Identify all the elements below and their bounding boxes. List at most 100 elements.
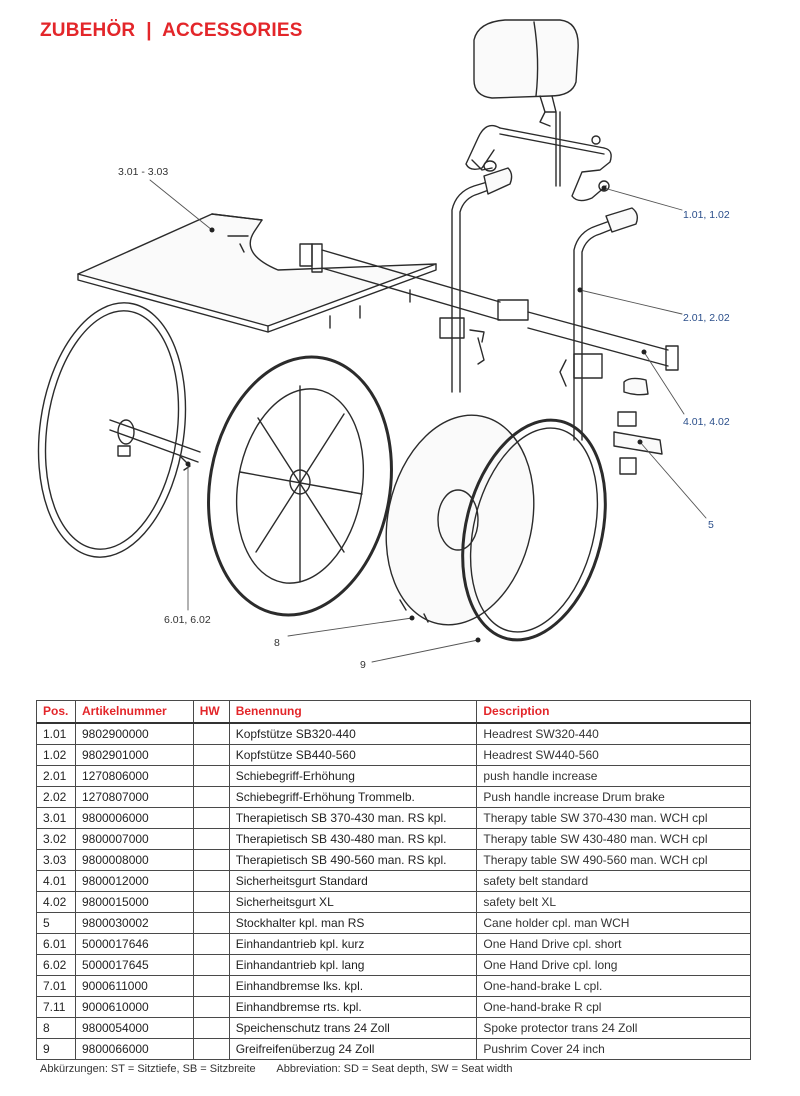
cell-article-number: 9802901000 xyxy=(74,744,194,766)
cell-article-number: 5000017646 xyxy=(74,933,194,955)
header-hw: HW xyxy=(192,700,230,724)
cell-description: Headrest SW320-440 xyxy=(476,722,751,745)
cell-pos: 9 xyxy=(36,1038,76,1060)
cell-benennung: Sicherheitsgurt XL xyxy=(228,891,478,913)
cell-hw xyxy=(192,744,230,766)
cell-benennung: Kopfstütze SB320-440 xyxy=(228,722,478,745)
cell-article-number: 9800008000 xyxy=(74,849,194,871)
callout-8: 8 xyxy=(274,637,280,649)
cell-hw xyxy=(192,975,230,997)
header-pos: Pos. xyxy=(36,700,76,724)
cell-hw xyxy=(192,870,230,892)
leader-lines xyxy=(149,179,707,663)
cell-pos: 6.01 xyxy=(36,933,76,955)
cell-benennung: Einhandbremse lks. kpl. xyxy=(228,975,478,997)
parts-table: Pos. Artikelnummer HW Benennung Descript… xyxy=(36,700,751,1060)
cell-description: One-hand-brake L cpl. xyxy=(476,975,751,997)
cell-description: Push handle increase Drum brake xyxy=(476,786,751,808)
cell-benennung: Stockhalter kpl. man RS xyxy=(228,912,478,934)
callout-9: 9 xyxy=(360,659,366,671)
cell-hw xyxy=(192,722,230,745)
cell-description: push handle increase xyxy=(476,765,751,787)
cell-benennung: Speichenschutz trans 24 Zoll xyxy=(228,1017,478,1039)
cell-description: safety belt standard xyxy=(476,870,751,892)
cell-article-number: 9000611000 xyxy=(74,975,194,997)
cell-hw xyxy=(192,996,230,1018)
cell-article-number: 1270807000 xyxy=(74,786,194,808)
cell-description: One Hand Drive cpl. short xyxy=(476,933,751,955)
cell-pos: 3.03 xyxy=(36,849,76,871)
cell-hw xyxy=(192,912,230,934)
push-handle-drawing xyxy=(439,167,639,441)
cell-pos: 1.01 xyxy=(36,722,76,745)
one-hand-drive-drawing xyxy=(37,302,393,617)
cell-description: Cane holder cpl. man WCH xyxy=(476,912,751,934)
cell-article-number: 5000017645 xyxy=(74,954,194,976)
cell-benennung: Kopfstütze SB440-560 xyxy=(228,744,478,766)
cell-pos: 4.02 xyxy=(36,891,76,913)
cell-description: safety belt XL xyxy=(476,891,751,913)
cell-pos: 2.01 xyxy=(36,765,76,787)
cell-article-number: 9800006000 xyxy=(74,807,194,829)
cell-article-number: 9800012000 xyxy=(74,870,194,892)
cell-hw xyxy=(192,786,230,808)
cell-hw xyxy=(192,828,230,850)
header-article-number: Artikelnummer xyxy=(74,700,194,724)
cell-description: Therapy table SW 490-560 man. WCH cpl xyxy=(476,849,751,871)
callout-6-01: 6.01, 6.02 xyxy=(164,614,211,626)
cell-pos: 2.02 xyxy=(36,786,76,808)
cell-hw xyxy=(192,807,230,829)
cell-description: One-hand-brake R cpl xyxy=(476,996,751,1018)
cell-benennung: Einhandbremse rts. kpl. xyxy=(228,996,478,1018)
cell-pos: 7.01 xyxy=(36,975,76,997)
cell-hw xyxy=(192,765,230,787)
callout-3-01: 3.01 - 3.03 xyxy=(118,166,168,178)
cell-article-number: 9802900000 xyxy=(74,722,194,745)
cell-description: Pushrim Cover 24 inch xyxy=(476,1038,751,1060)
cell-article-number: 1270806000 xyxy=(74,765,194,787)
cell-pos: 7.11 xyxy=(36,996,76,1018)
cell-benennung: Einhandantrieb kpl. kurz xyxy=(228,933,478,955)
pushrim-cover-drawing xyxy=(461,418,607,642)
cell-pos: 8 xyxy=(36,1017,76,1039)
cell-pos: 5 xyxy=(36,912,76,934)
cell-benennung: Therapietisch SB 490-560 man. RS kpl. xyxy=(228,849,478,871)
cell-article-number: 9800007000 xyxy=(74,828,194,850)
safety-belt-drawing xyxy=(299,243,679,371)
cell-benennung: Therapietisch SB 430-480 man. RS kpl. xyxy=(228,828,478,850)
cell-article-number: 9800030002 xyxy=(74,912,194,934)
cell-benennung: Schiebegriff-Erhöhung Trommelb. xyxy=(228,786,478,808)
abbreviations-note: Abkürzungen: ST = Sitztiefe, SB = Sitzbr… xyxy=(40,1063,513,1075)
callout-1-01: 1.01, 1.02 xyxy=(683,209,730,221)
callout-2-01: 2.01, 2.02 xyxy=(683,312,730,324)
cell-benennung: Einhandantrieb kpl. lang xyxy=(228,954,478,976)
accessories-exploded-diagram: 3.01 - 3.03 1.01, 1.02 2.01, 2.02 4.01, … xyxy=(37,19,730,671)
header-benennung: Benennung xyxy=(228,700,478,724)
cell-benennung: Sicherheitsgurt Standard xyxy=(228,870,478,892)
spoke-protector-drawing xyxy=(385,414,535,626)
cell-hw xyxy=(192,933,230,955)
cell-description: Spoke protector trans 24 Zoll xyxy=(476,1017,751,1039)
page-title: ZUBEHÖR | ACCESSORIES xyxy=(40,20,303,41)
cell-pos: 6.02 xyxy=(36,954,76,976)
cell-hw xyxy=(192,954,230,976)
headrest-drawing xyxy=(465,19,612,202)
cell-article-number: 9800054000 xyxy=(74,1017,194,1039)
cell-hw xyxy=(192,849,230,871)
cell-description: One Hand Drive cpl. long xyxy=(476,954,751,976)
callout-4-01: 4.01, 4.02 xyxy=(683,416,730,428)
